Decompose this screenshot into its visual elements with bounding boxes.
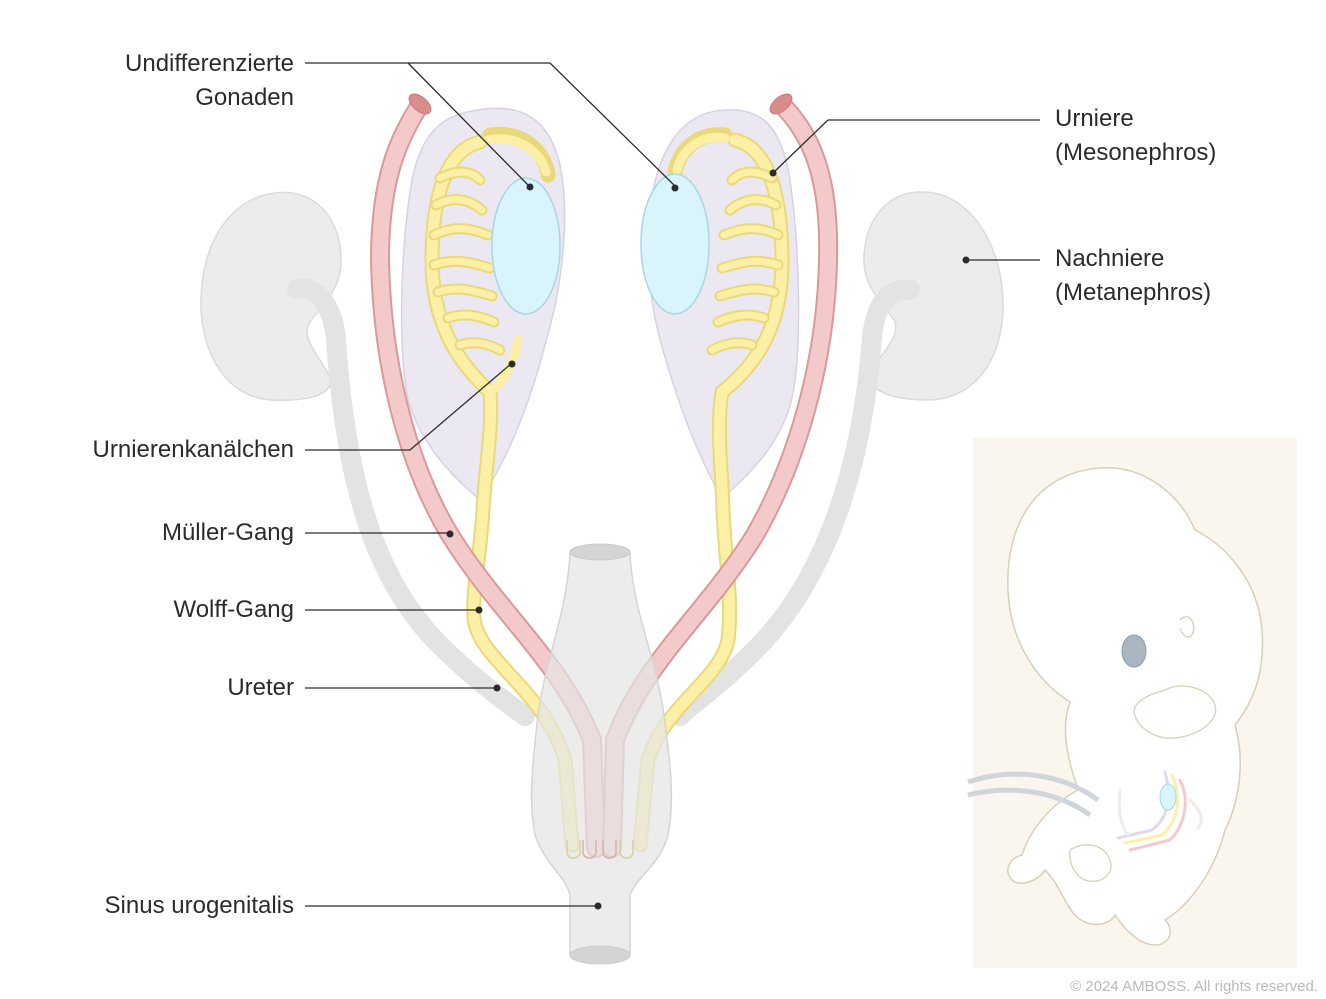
embryo-arm bbox=[1133, 685, 1217, 739]
label-ureter: Ureter bbox=[227, 674, 294, 701]
left-kidney bbox=[200, 191, 342, 401]
label-nachniere-line2: (Metanephros) bbox=[1055, 279, 1212, 306]
leader-dots bbox=[446, 169, 970, 910]
left-tubule-link bbox=[485, 335, 523, 397]
urogenital-sinus bbox=[530, 551, 673, 964]
label-mueller-gang: Müller-Gang bbox=[161, 519, 294, 546]
right-tubules-fill bbox=[708, 168, 782, 354]
leader-lines bbox=[305, 62, 1040, 907]
right-mueller-opening bbox=[769, 93, 793, 115]
leader-urnierenkanaelchen bbox=[305, 362, 513, 451]
embryo-gonad bbox=[1159, 783, 1177, 811]
label-gonaden-line1: Undifferenzierte bbox=[125, 50, 294, 77]
embryo-organs bbox=[1116, 770, 1203, 852]
copyright-notice: © 2024 AMBOSS. All rights reserved. bbox=[1070, 978, 1318, 995]
leader-urniere bbox=[772, 119, 1040, 174]
embryo-inset bbox=[967, 438, 1297, 968]
label-gonaden-line2: Gonaden bbox=[195, 84, 294, 111]
left-ureter bbox=[287, 278, 535, 726]
label-urnierenkanaelchen: Urnierenkanälchen bbox=[92, 436, 294, 463]
right-mueller-duct bbox=[604, 100, 837, 856]
sinus-bottom-opening bbox=[569, 945, 631, 965]
left-tubules-fill bbox=[430, 168, 504, 354]
label-urniere-line1: Urniere bbox=[1055, 105, 1134, 132]
label-urniere: Urniere (Mesonephros) bbox=[1055, 102, 1216, 170]
left-upper-arch bbox=[483, 134, 551, 177]
umbilical-cord bbox=[967, 771, 1100, 818]
label-undifferenzierte-gonaden: Undifferenzierte Gonaden bbox=[125, 47, 294, 115]
label-nachniere-line1: Nachniere bbox=[1055, 245, 1165, 272]
leader-gonaden bbox=[305, 62, 676, 188]
right-ureter bbox=[670, 279, 920, 726]
embryo-leg bbox=[1069, 844, 1112, 882]
embryo-eye bbox=[1121, 634, 1147, 668]
label-urniere-line2: (Mesonephros) bbox=[1055, 139, 1217, 166]
label-sinus-urogenitalis: Sinus urogenitalis bbox=[104, 892, 294, 919]
duct-openings bbox=[566, 840, 634, 859]
left-gonad bbox=[491, 177, 561, 315]
left-mueller-opening bbox=[408, 93, 432, 115]
label-nachniere: Nachniere (Metanephros) bbox=[1055, 242, 1211, 310]
right-gonad bbox=[640, 173, 710, 315]
left-mueller-duct bbox=[371, 100, 604, 856]
embryo-ear bbox=[1179, 616, 1195, 638]
right-upper-arch bbox=[672, 132, 730, 175]
label-wolff-gang: Wolff-Gang bbox=[173, 596, 294, 623]
sinus-top-opening bbox=[569, 543, 631, 561]
